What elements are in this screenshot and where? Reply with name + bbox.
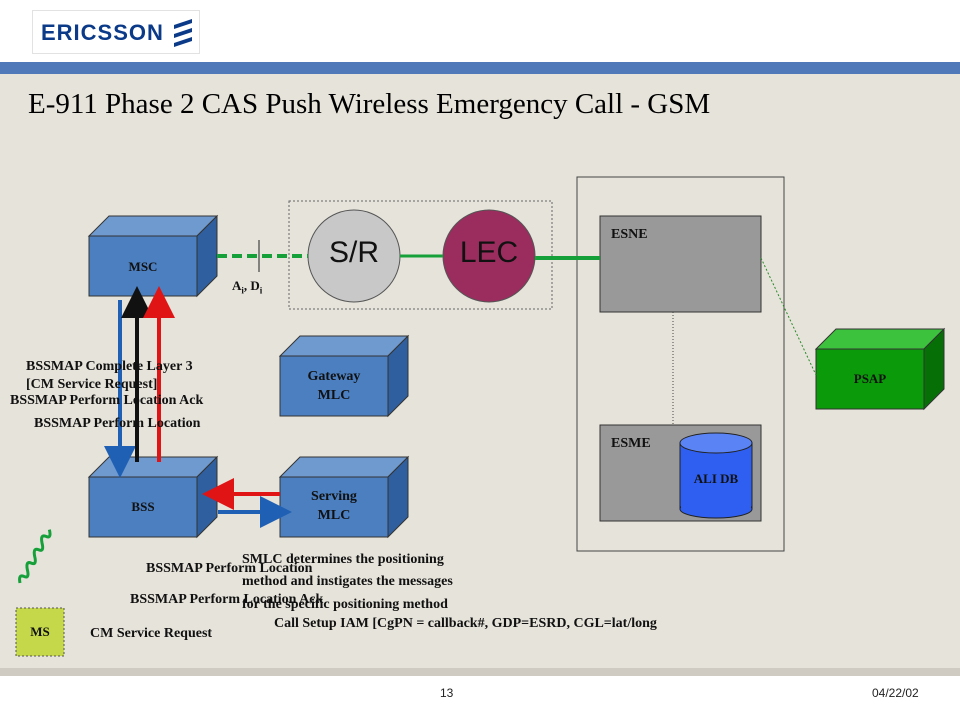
gateway-mlc-label-line2: MLC xyxy=(317,388,351,403)
msg-complete-layer3-line2: [CM Service Request] xyxy=(26,377,158,392)
msc-label: MSC xyxy=(128,259,158,274)
msg-smlc-line2: method and instigates the messages xyxy=(242,574,453,589)
interface-a: A xyxy=(232,278,242,293)
serving-mlc-box xyxy=(278,455,410,539)
interface-d: D xyxy=(250,278,260,293)
header-accent-bar xyxy=(0,62,960,74)
ericsson-logo: ERICSSON xyxy=(32,10,200,54)
slide-header: ERICSSON xyxy=(0,0,960,62)
gateway-mlc-label-line1: Gateway xyxy=(307,369,361,384)
serving-mlc-label: Serving MLC xyxy=(280,487,388,525)
msg-perform-location-ack-upper: BSSMAP Perform Location Ack xyxy=(10,393,204,408)
gateway-mlc-box xyxy=(278,334,410,418)
esne-psap-link xyxy=(760,257,817,376)
radio-link-icon xyxy=(18,529,52,584)
psap-box xyxy=(814,327,946,411)
ali-db-cylinder xyxy=(679,432,753,519)
footer-date: 04/22/02 xyxy=(872,686,919,700)
serving-mlc-label-line1: Serving xyxy=(311,489,357,504)
interface-label: Ai, Di xyxy=(232,278,262,296)
bss-label: BSS xyxy=(131,499,155,514)
msg-smlc-line3: for the specific positioning method xyxy=(242,597,448,612)
msg-perform-location-ack-lower: BSSMAP Perform Location Ack xyxy=(130,592,324,607)
footer-bar xyxy=(0,668,960,676)
logo-text: ERICSSON xyxy=(41,20,164,45)
msg-perform-location-lower: BSSMAP Perform Location xyxy=(146,561,313,576)
esne-label: ESNE xyxy=(611,227,648,242)
sr-lec-group-outline xyxy=(288,200,553,310)
lec-label: LEC xyxy=(459,236,519,269)
msg-perform-location-upper: BSSMAP Perform Location xyxy=(34,416,201,431)
ms-box xyxy=(15,607,65,657)
interface-sep: , xyxy=(243,278,248,293)
page-number: 13 xyxy=(440,686,454,700)
esne-box xyxy=(599,215,762,313)
slide-footer xyxy=(0,676,960,720)
bss-box xyxy=(87,455,219,539)
sr-label: S/R xyxy=(328,236,379,269)
ms-label: MS xyxy=(30,624,50,639)
gateway-mlc-label: Gateway MLC xyxy=(280,367,388,405)
msg-cm-service-request: CM Service Request xyxy=(90,626,213,641)
msg-complete-layer3-line1: BSSMAP Complete Layer 3 xyxy=(26,359,193,374)
interface-a-sub: i xyxy=(241,285,244,296)
psap-label: PSAP xyxy=(853,371,887,386)
e911-network-outline xyxy=(576,176,785,552)
msg-smlc-line1: SMLC determines the positioning xyxy=(242,552,444,567)
msg-call-setup-iam: Call Setup IAM [CgPN = callback#, GDP=ES… xyxy=(274,616,657,631)
ericsson-mark-icon xyxy=(174,19,192,47)
interface-d-sub: i xyxy=(259,285,263,296)
ali-db-label: ALI DB xyxy=(693,471,739,486)
serving-mlc-label-line2: MLC xyxy=(317,508,351,523)
msc-box xyxy=(87,214,219,298)
slide-title: E-911 Phase 2 CAS Push Wireless Emergenc… xyxy=(28,88,711,120)
esme-label: ESME xyxy=(611,436,651,451)
